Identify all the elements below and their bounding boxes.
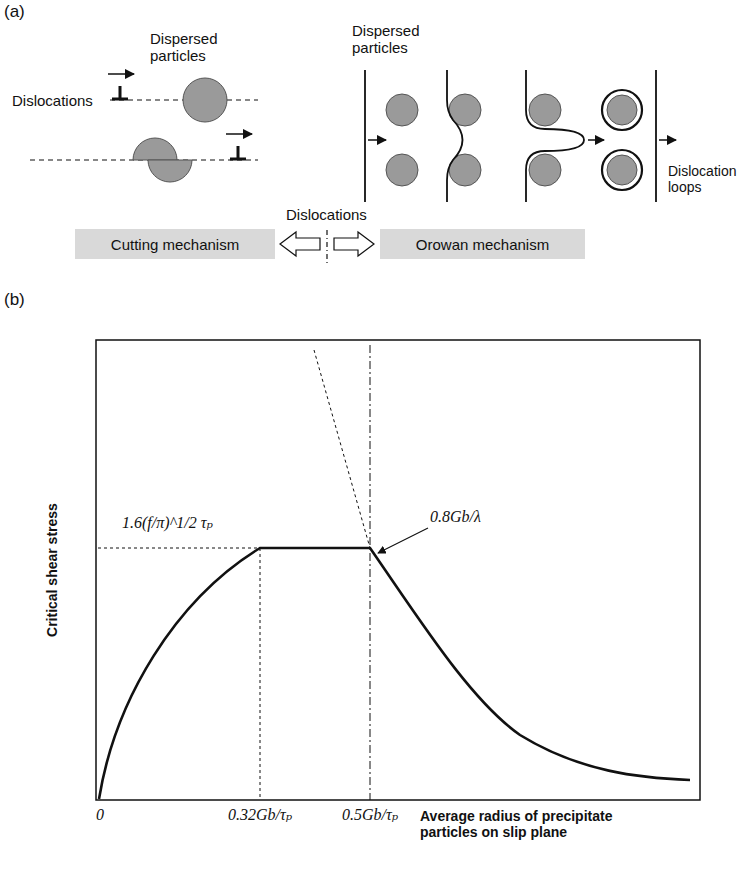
axis-title: Critical shear stress xyxy=(44,503,60,637)
dislocation-loop xyxy=(602,90,642,130)
formula-label: 1.6(f/π)^1/2 τₚ xyxy=(122,514,213,532)
box-text: Orowan mechanism xyxy=(416,236,549,253)
particle-label: Dispersed particles xyxy=(352,22,438,57)
orowan-extension xyxy=(314,350,370,548)
guide-line xyxy=(370,345,371,800)
dislocation-loop xyxy=(602,150,642,190)
bowing-dislocation xyxy=(447,70,463,202)
guide-line xyxy=(260,548,261,800)
particle-label: Dispersed particles xyxy=(150,30,236,65)
mechanism-box: Orowan mechanism xyxy=(380,229,585,259)
particle xyxy=(183,78,227,122)
particle xyxy=(529,94,561,126)
hollow-arrow xyxy=(334,232,374,256)
tick-label: 0.32Gb/τₚ xyxy=(228,806,292,824)
mechanism-box: Cutting mechanism xyxy=(75,229,275,259)
orowan-illustration xyxy=(365,70,676,202)
tick-label: 0 xyxy=(96,806,104,824)
axis-title: Average radius of precipitate particles … xyxy=(420,808,660,840)
stress-curve xyxy=(99,548,690,799)
motion-arrow xyxy=(588,139,604,141)
sheared-particle-top xyxy=(133,138,177,160)
chart xyxy=(96,340,700,800)
motion-arrow xyxy=(368,139,386,141)
divider xyxy=(326,230,327,264)
dislocation-line xyxy=(364,70,366,202)
panel-label: (a) xyxy=(4,2,25,22)
guide-line xyxy=(98,548,260,549)
plot-frame xyxy=(96,340,700,800)
particle xyxy=(386,154,418,186)
dislocation-label: Dislocations xyxy=(12,92,93,109)
dislocation-symbol xyxy=(112,86,128,99)
loop-label: Dislocation loops xyxy=(668,163,750,195)
particle xyxy=(607,95,637,125)
dislocation-label: Dislocations xyxy=(286,206,367,223)
leader-arrow xyxy=(378,528,428,553)
motion-arrow xyxy=(226,133,252,135)
box-text: Cutting mechanism xyxy=(111,236,239,253)
particle xyxy=(529,154,561,186)
formula-label: 0.8Gb/λ xyxy=(430,508,481,526)
dislocation-symbol xyxy=(230,146,246,159)
cutting-illustration xyxy=(30,74,258,182)
bowing-dislocation xyxy=(526,70,584,202)
motion-arrow xyxy=(659,139,676,141)
sheared-particle-bottom xyxy=(148,160,192,182)
dislocation-line xyxy=(655,70,657,202)
hollow-arrow xyxy=(280,232,320,256)
panel-label: (b) xyxy=(4,290,25,310)
motion-arrow xyxy=(108,73,134,75)
particle xyxy=(607,155,637,185)
tick-label: 0.5Gb/τₚ xyxy=(342,806,398,824)
particle xyxy=(386,94,418,126)
